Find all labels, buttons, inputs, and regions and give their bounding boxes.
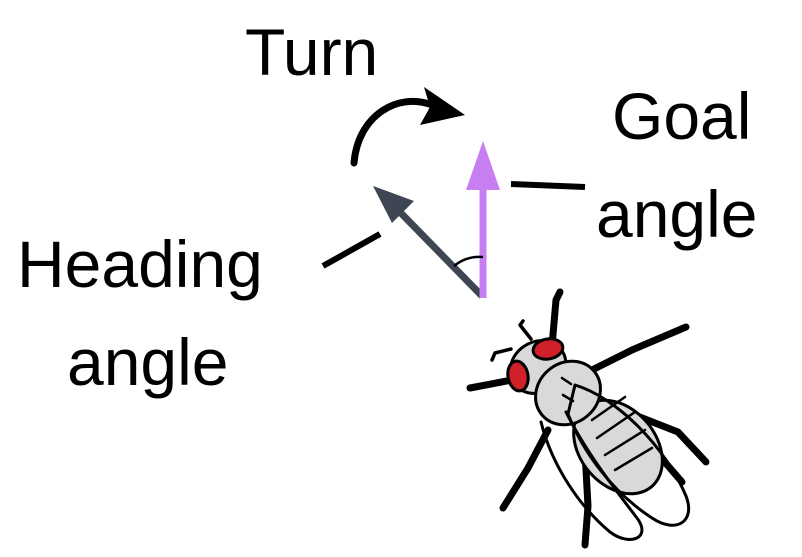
- turn-arrow: [350, 87, 465, 167]
- goal-angle-label-line1: Goal: [612, 79, 751, 153]
- angle-arc: [453, 255, 484, 267]
- goal-angle-label-line2: angle: [596, 177, 758, 251]
- turn-label: Turn: [245, 15, 378, 89]
- goal-leader-line: [510, 181, 586, 190]
- heading-leader-line: [321, 231, 382, 269]
- heading-angle-label-line1: Heading: [17, 227, 263, 301]
- heading-angle-label-line2: angle: [67, 325, 229, 399]
- heading-arrow: [373, 186, 485, 299]
- goal-arrow: [466, 141, 500, 298]
- fruit-fly-icon: [466, 288, 710, 549]
